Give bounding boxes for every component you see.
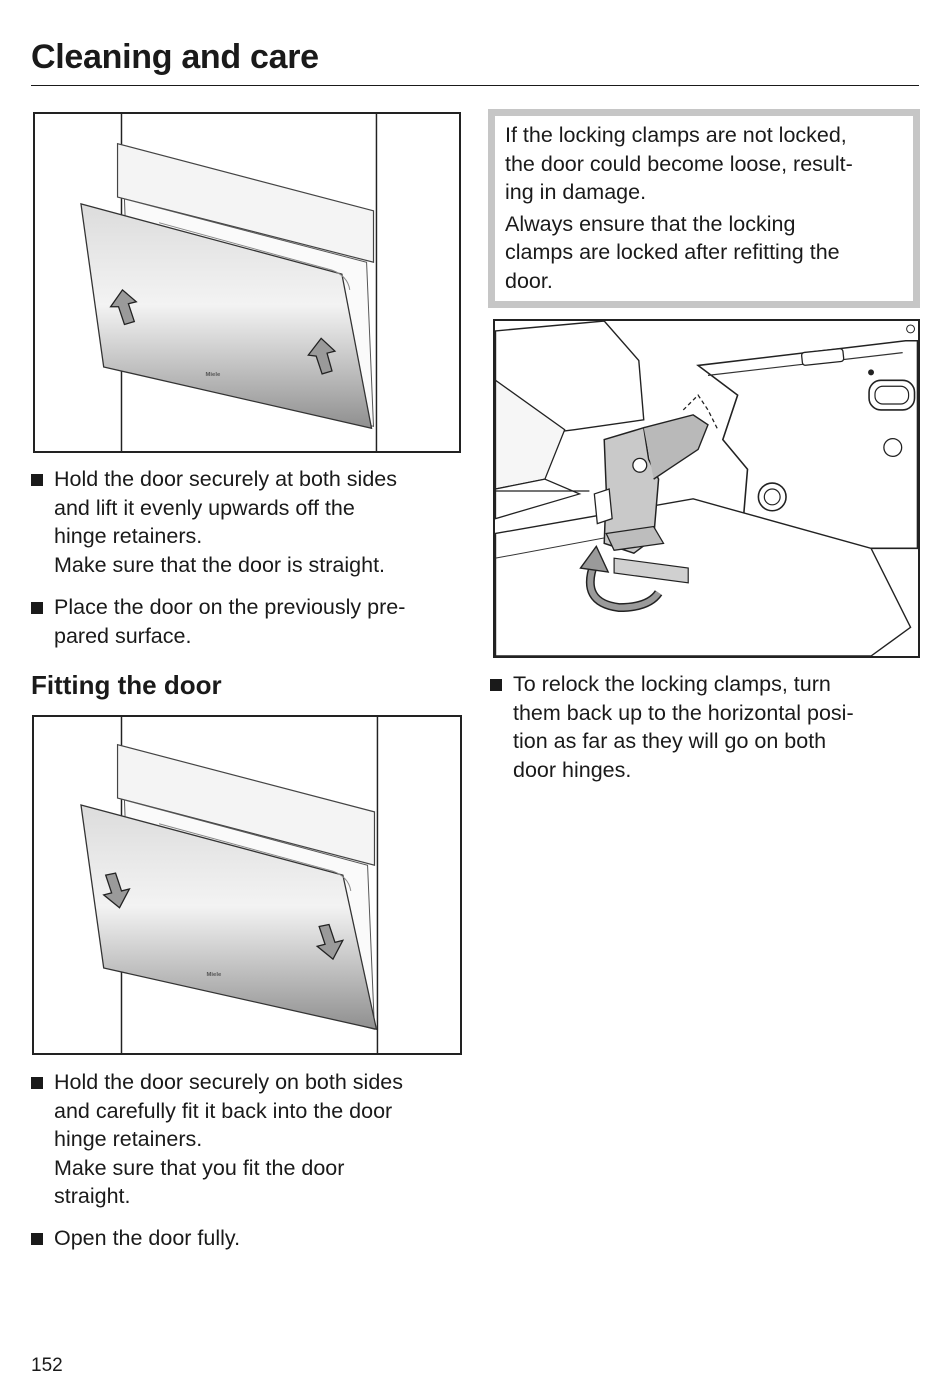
text-line: door hinges. — [513, 757, 632, 782]
text-line: clamps are locked after refitting the — [505, 240, 840, 264]
text-line: and lift it evenly upwards off the — [54, 495, 355, 520]
door-removal-illustration: Miele — [80, 114, 378, 451]
text-line: and carefully fit it back into the door — [54, 1098, 393, 1123]
warning-box: If the locking clamps are not locked, th… — [488, 109, 920, 308]
bullet-marker — [490, 679, 502, 691]
text-line: Make sure that you fit the door — [54, 1155, 345, 1180]
text-line: ing in damage. — [505, 180, 647, 204]
text-line: door. — [505, 268, 553, 293]
text-line: Hold the door securely at both sides — [54, 467, 398, 491]
page-number: 152 — [31, 1355, 63, 1376]
text-line: Make sure that the door is straight. — [54, 552, 386, 577]
warning-paragraph: If the locking clamps are not locked, th… — [505, 121, 901, 207]
text-line: To relock the locking clamps, turn — [513, 672, 831, 696]
title-rule — [31, 85, 919, 86]
door-fitting-figure: Miele — [32, 715, 462, 1055]
warning-paragraph: Always ensure that the locking clamps ar… — [505, 210, 901, 296]
text-line: tion as far as they will go on both — [513, 729, 827, 753]
text-line: Open the door fully. — [54, 1226, 241, 1250]
door-removal-figure: Miele — [33, 112, 461, 453]
text-line: them back up to the horizontal posi- — [513, 700, 854, 725]
door-fitting-illustration: Miele — [80, 717, 379, 1053]
text-line: If the locking clamps are not locked, — [505, 123, 847, 147]
hinge-clamp-illustration — [495, 321, 918, 656]
text-line: Place the door on the previously pre- — [54, 595, 406, 619]
hinge-clamp-figure — [493, 319, 920, 658]
text-line: Hold the door securely on both sides — [54, 1070, 403, 1094]
bullet-marker — [31, 602, 43, 614]
text-line: Always ensure that the locking — [505, 211, 796, 236]
text-line: straight. — [54, 1184, 131, 1208]
text-line: hinge retainers. — [54, 524, 203, 548]
text-line: the door could become loose, result- — [505, 151, 853, 176]
section-heading-fitting: Fitting the door — [31, 670, 222, 700]
text-line: pared surface. — [54, 623, 192, 648]
bullet-marker — [31, 474, 43, 486]
bullet-marker — [31, 1233, 43, 1245]
bullet-marker — [31, 1077, 43, 1089]
door-brand-logo: Miele — [205, 372, 220, 378]
text-line: hinge retainers. — [54, 1127, 203, 1151]
page-title: Cleaning and care — [31, 38, 319, 76]
door-brand-logo: Miele — [206, 972, 221, 978]
